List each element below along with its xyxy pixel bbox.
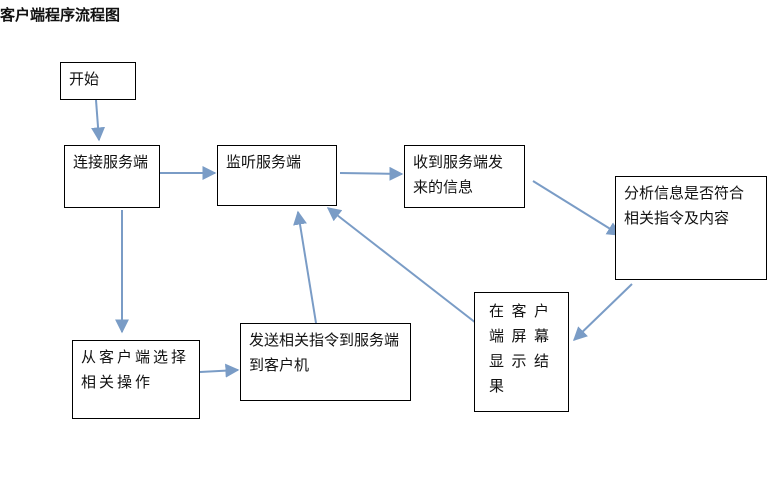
arrow-receive-to-analyze bbox=[532, 180, 622, 236]
node-listen-server: 监听服务端 bbox=[217, 145, 337, 206]
arrow-listen-to-receive bbox=[339, 166, 404, 181]
arrow-select-to-send bbox=[199, 363, 240, 378]
node-start: 开始 bbox=[60, 62, 136, 100]
arrow-analyze-to-display bbox=[572, 283, 633, 341]
node-select-operation: 从客户端选择相关操作 bbox=[72, 340, 200, 419]
node-display-result: 在客户端屏幕显示结果 bbox=[474, 292, 569, 412]
node-send-command: 发送相关指令到服务端到客户机 bbox=[240, 323, 411, 401]
arrow-send-to-listen bbox=[293, 210, 317, 324]
diagram-title: 客户端程序流程图 bbox=[0, 6, 121, 24]
node-analyze-message: 分析信息是否符合相关指令及内容 bbox=[615, 176, 767, 280]
arrow-start-to-connect bbox=[91, 99, 106, 142]
node-receive-message: 收到服务端发来的信息 bbox=[404, 145, 525, 208]
arrow-display-to-listen bbox=[326, 207, 477, 324]
node-connect-server: 连接服务端 bbox=[64, 145, 160, 208]
